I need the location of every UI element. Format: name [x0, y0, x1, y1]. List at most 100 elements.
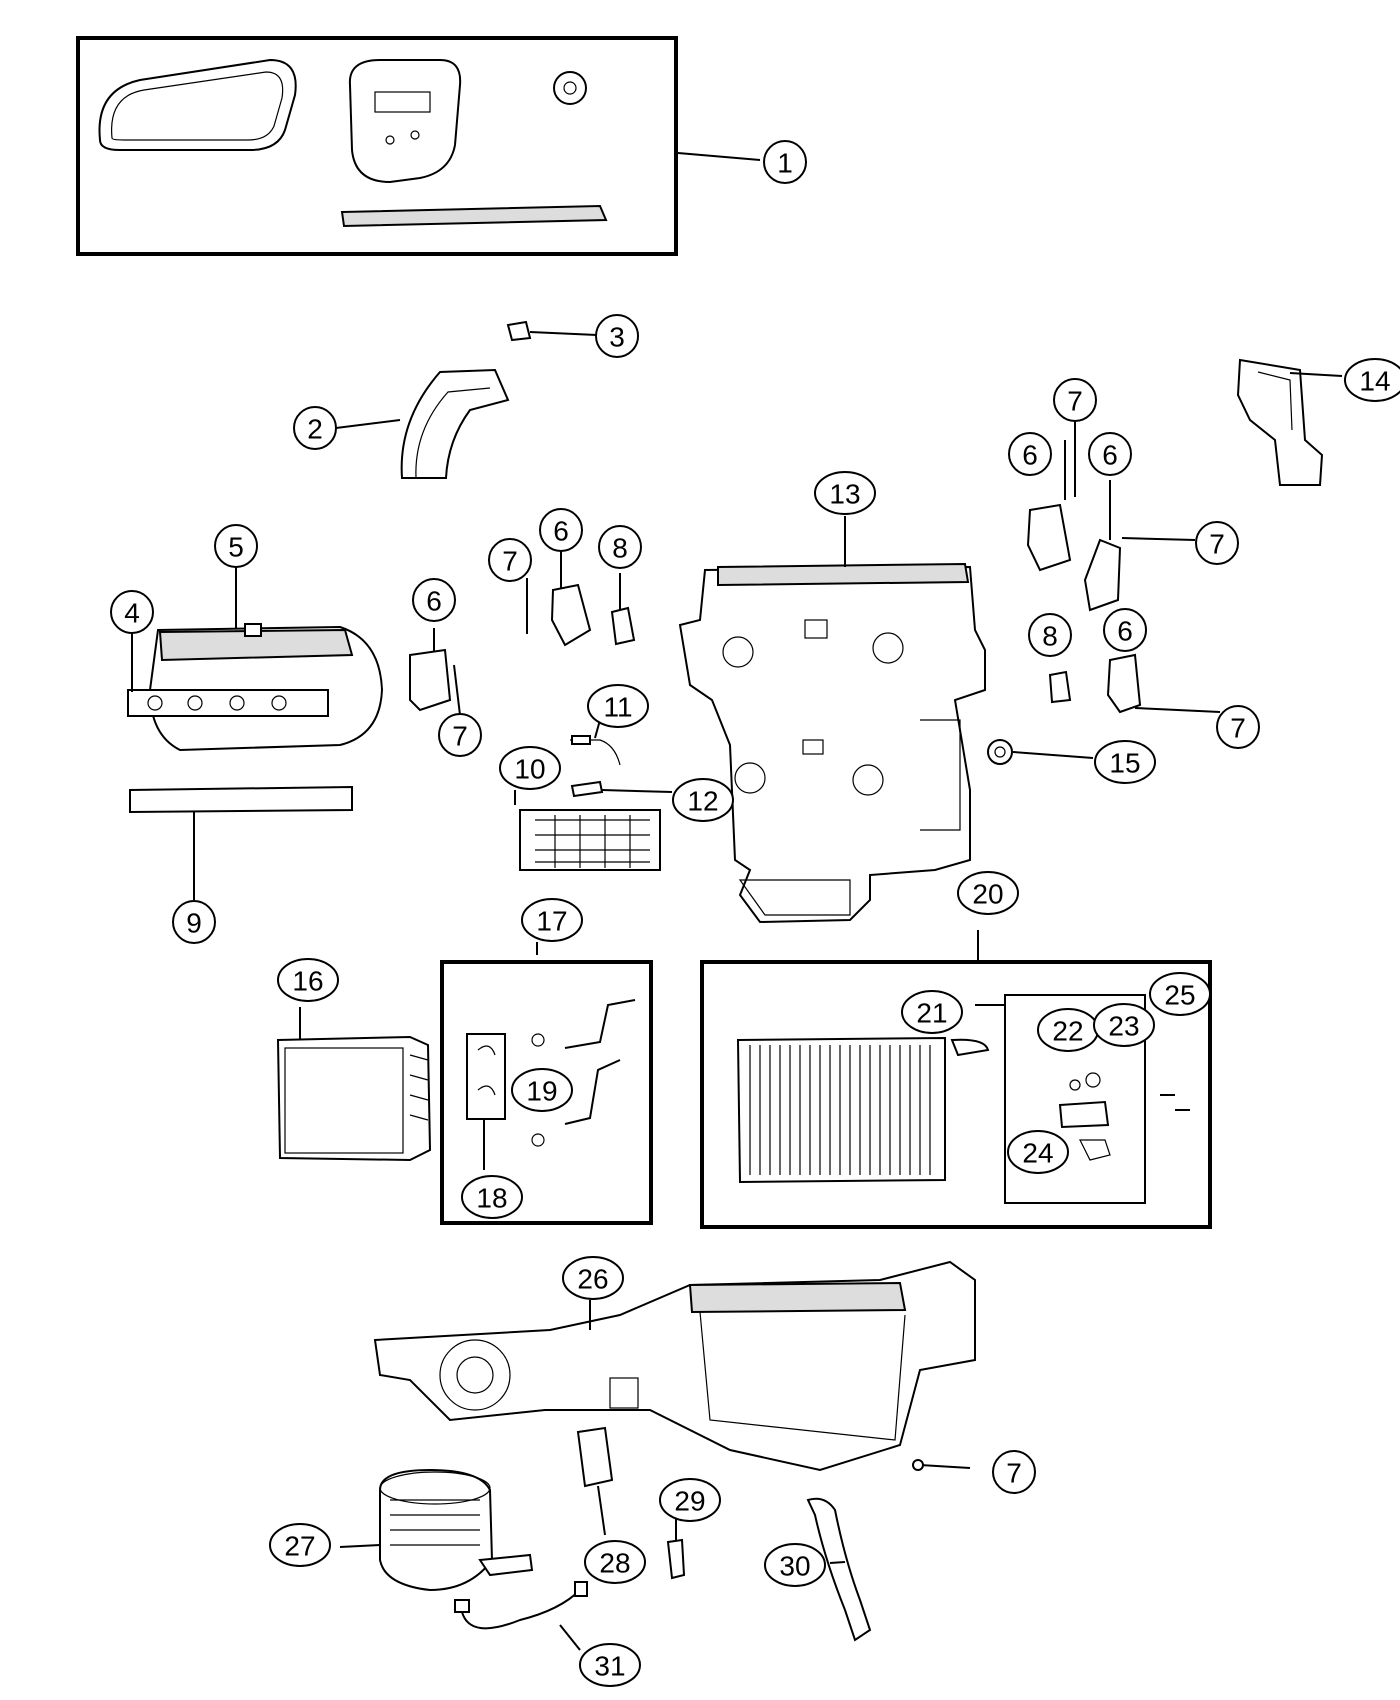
callout-number: 8: [1042, 621, 1058, 652]
callout-number: 1: [777, 148, 793, 179]
seal-kit-group: [76, 36, 761, 256]
part-3-plug: [506, 320, 598, 342]
heater-tube-kit-box: [440, 960, 653, 1225]
wiring-harness: [454, 1581, 588, 1651]
callout-bubble: [814, 471, 876, 515]
callout-bubble: [1088, 432, 1132, 476]
blower-motor: [339, 1468, 534, 1592]
callout-bubble: [1094, 740, 1156, 784]
evaporator-kit-box: [700, 960, 1212, 1229]
main-hvac-housing: [678, 516, 986, 924]
callout-bubble: [461, 1175, 523, 1219]
callout-27: 27: [269, 1523, 331, 1567]
callout-number: 7: [1067, 386, 1083, 417]
callout-bubble: [579, 1643, 641, 1687]
callout-number: 6: [1117, 616, 1133, 647]
callout-bubble: [511, 1068, 573, 1112]
callout-19: 19: [511, 1068, 573, 1112]
callout-number: 3: [609, 322, 625, 353]
callout-number: 6: [553, 516, 569, 547]
callout-number: 21: [916, 998, 947, 1029]
callout-number: 7: [452, 721, 468, 752]
callout-bubble: [1149, 972, 1211, 1016]
heater-tube-kit: [440, 942, 653, 1225]
callout-26: 26: [562, 1256, 624, 1300]
callout-number: 10: [514, 754, 545, 785]
callout-number: 7: [502, 546, 518, 577]
callout-bubble: [1103, 608, 1147, 652]
callout-bubble: [110, 590, 154, 634]
callout-7: 7: [488, 538, 532, 582]
callout-6: 6: [1103, 608, 1147, 652]
callout-bubble: [1344, 358, 1400, 402]
screw-7-bottom: [912, 1459, 971, 1471]
callout-7: 7: [1053, 378, 1097, 422]
callout-bubble: [277, 958, 339, 1002]
callout-bubble: [1008, 432, 1052, 476]
callout-bubble: [992, 1450, 1036, 1494]
actuator-right: [1026, 420, 1221, 714]
drain-hose: [806, 1497, 872, 1642]
callout-bubble: [763, 140, 807, 184]
callout-number: 27: [284, 1531, 315, 1562]
callout-12: 12: [672, 778, 734, 822]
callout-14: 14: [1344, 358, 1400, 402]
clip-12: [570, 780, 673, 798]
callout-6: 6: [1088, 432, 1132, 476]
callout-number: 20: [972, 879, 1003, 910]
callout-number: 31: [594, 1651, 625, 1682]
seal-strip: [340, 204, 608, 228]
callout-number: 30: [779, 1551, 810, 1582]
callout-5: 5: [214, 524, 258, 568]
callout-number: 22: [1052, 1016, 1083, 1047]
part-2-duct: [335, 368, 510, 479]
callout-22: 22: [1037, 1008, 1099, 1052]
callout-number: 19: [526, 1076, 557, 1107]
callout-bubble: [587, 684, 649, 728]
callout-30: 30: [764, 1543, 826, 1587]
callout-9: 9: [172, 900, 216, 944]
callout-bubble: [672, 778, 734, 822]
callout-bubble: [562, 1256, 624, 1300]
callout-number: 7: [1230, 713, 1246, 744]
callout-number: 6: [426, 586, 442, 617]
blower-housing: [127, 567, 384, 752]
callout-number: 24: [1022, 1138, 1053, 1169]
callout-7: 7: [1195, 521, 1239, 565]
callout-number: 5: [228, 532, 244, 563]
callout-number: 11: [603, 692, 632, 723]
callout-number: 26: [577, 1264, 608, 1295]
callout-bubble: [1195, 521, 1239, 565]
callout-number: 18: [476, 1183, 507, 1214]
callout-number: 2: [307, 414, 323, 445]
rear-hvac-housing: [373, 1260, 976, 1472]
callout-13: 13: [814, 471, 876, 515]
seal-kit-box: [76, 36, 678, 256]
callout-bubble: [659, 1478, 721, 1522]
callout-1: 1: [763, 140, 807, 184]
callout-number: 23: [1108, 1011, 1139, 1042]
callout-7: 7: [1216, 705, 1260, 749]
callout-15: 15: [1094, 740, 1156, 784]
callout-29: 29: [659, 1478, 721, 1522]
callout-bubble: [598, 525, 642, 569]
callout-bubble: [214, 524, 258, 568]
callout-number: 7: [1209, 529, 1225, 560]
callout-number: 12: [687, 786, 718, 817]
callout-bubble: [539, 508, 583, 552]
callout-28: 28: [584, 1540, 646, 1584]
callout-bubble: [1028, 613, 1072, 657]
callout-bubble: [293, 406, 337, 450]
callout-number: 4: [124, 598, 140, 629]
callout-2: 2: [293, 406, 337, 450]
callout-6: 6: [539, 508, 583, 552]
callout-number: 6: [1102, 440, 1118, 471]
blower-resistor: [576, 1426, 614, 1536]
seal-grommet: [553, 71, 587, 105]
callout-8: 8: [598, 525, 642, 569]
heater-core: [276, 1007, 432, 1162]
callout-number: 17: [536, 906, 567, 937]
evaporator-kit: [700, 930, 1212, 1229]
callout-bubble: [957, 871, 1019, 915]
